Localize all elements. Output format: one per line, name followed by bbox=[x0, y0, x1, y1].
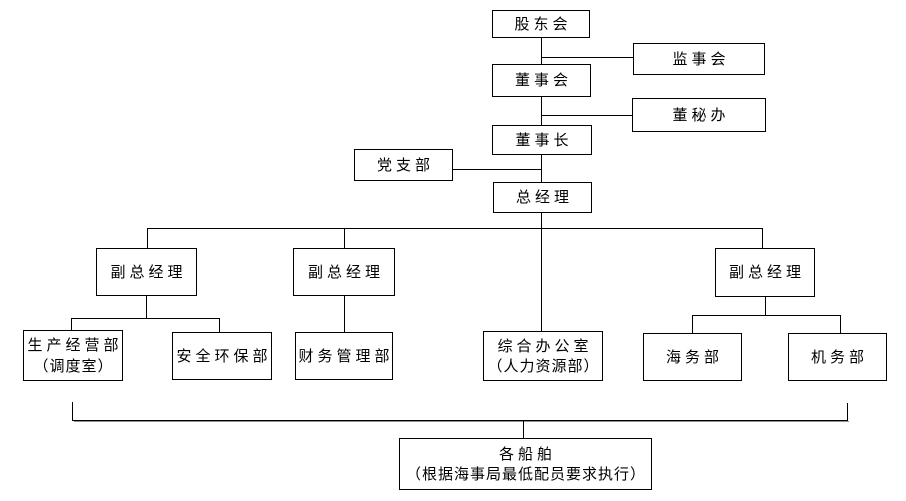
node-deputy-gm-3: 副总经理 bbox=[715, 248, 815, 297]
connector-board-chairman bbox=[541, 97, 542, 125]
connector-secretary-office-branch bbox=[541, 115, 632, 116]
connector-deputy1-subrail bbox=[146, 296, 147, 318]
connector-gm-office bbox=[541, 213, 542, 331]
node-chairman: 董事长 bbox=[492, 125, 592, 155]
node-engineering-dept: 机务部 bbox=[788, 333, 887, 381]
node-general-office-sublabel: （人力资源部） bbox=[487, 357, 600, 375]
node-deputy-gm-3-label: 副总经理 bbox=[728, 263, 805, 282]
connector-subrail-safety bbox=[219, 318, 220, 332]
node-general-manager: 总经理 bbox=[493, 182, 592, 213]
node-board-of-directors-label: 董事会 bbox=[514, 71, 572, 90]
connector-rail-deputy2 bbox=[344, 228, 345, 248]
node-vessels: 各船舶 （根据海事局最低配员要求执行） bbox=[399, 438, 652, 490]
node-shareholders-meeting: 股东会 bbox=[492, 10, 590, 38]
connector-deputy3-subrail bbox=[765, 297, 766, 315]
node-chairman-label: 董事长 bbox=[515, 130, 573, 149]
node-supervisory-board-label: 监事会 bbox=[672, 49, 730, 68]
node-board-secretary-office: 董秘办 bbox=[632, 98, 766, 132]
connector-bottomrail-left-stub bbox=[72, 402, 73, 421]
node-party-branch-label: 党支部 bbox=[376, 155, 434, 174]
node-deputy-gm-1: 副总经理 bbox=[96, 248, 197, 296]
connector-subrail-marine bbox=[692, 315, 693, 333]
connector-subrail-engineering bbox=[840, 315, 841, 333]
node-production-operations-dept-label: 生产经营部 bbox=[27, 336, 123, 355]
node-board-secretary-office-label: 董秘办 bbox=[672, 105, 730, 124]
connector-subrail-production bbox=[71, 318, 72, 330]
node-vessels-label: 各船舶 bbox=[498, 444, 556, 463]
connector-bottom-rail-shadow bbox=[74, 421, 849, 422]
node-deputy-gm-2: 副总经理 bbox=[293, 248, 395, 296]
node-production-operations-dept-sublabel: （调度室） bbox=[33, 356, 114, 375]
node-general-manager-label: 总经理 bbox=[515, 188, 573, 207]
connector-chairman-gm bbox=[541, 155, 542, 182]
node-marine-dept-label: 海务部 bbox=[665, 347, 723, 366]
node-shareholders-meeting-label: 股东会 bbox=[514, 14, 572, 33]
node-safety-environment-dept: 安全环保部 bbox=[172, 332, 272, 380]
node-general-office: 综合办公室 （人力资源部） bbox=[483, 331, 603, 381]
node-finance-management-dept-label: 财务管理部 bbox=[298, 346, 394, 365]
node-supervisory-board: 监事会 bbox=[633, 43, 765, 75]
node-marine-dept: 海务部 bbox=[643, 333, 742, 381]
node-party-branch: 党支部 bbox=[354, 149, 453, 181]
connector-rail-deputy3 bbox=[762, 228, 763, 248]
connector-party-branch bbox=[453, 169, 541, 170]
connector-subrail-right bbox=[692, 315, 840, 316]
node-engineering-dept-label: 机务部 bbox=[810, 347, 868, 366]
connector-deputy2-finance bbox=[344, 296, 345, 332]
node-deputy-gm-1-label: 副总经理 bbox=[110, 262, 187, 281]
node-finance-management-dept: 财务管理部 bbox=[295, 332, 393, 380]
node-vessels-sublabel: （根据海事局最低配员要求执行） bbox=[405, 465, 646, 483]
connector-subrail-left bbox=[71, 318, 219, 319]
connector-bottomrail-right-stub bbox=[847, 403, 848, 421]
connector-bottom-rail bbox=[72, 420, 848, 421]
node-general-office-label: 综合办公室 bbox=[497, 336, 593, 355]
node-deputy-gm-2-label: 副总经理 bbox=[307, 262, 384, 281]
connector-rail-deputy1 bbox=[147, 228, 148, 248]
connector-rail-vessels bbox=[523, 421, 524, 438]
connector-deputy-rail bbox=[147, 228, 762, 229]
node-production-operations-dept: 生产经营部 （调度室） bbox=[23, 330, 123, 381]
connector-shareholders-board bbox=[541, 38, 542, 64]
node-safety-environment-dept-label: 安全环保部 bbox=[176, 346, 272, 365]
node-board-of-directors: 董事会 bbox=[492, 64, 591, 97]
connector-supervisory-board-branch bbox=[541, 57, 633, 58]
